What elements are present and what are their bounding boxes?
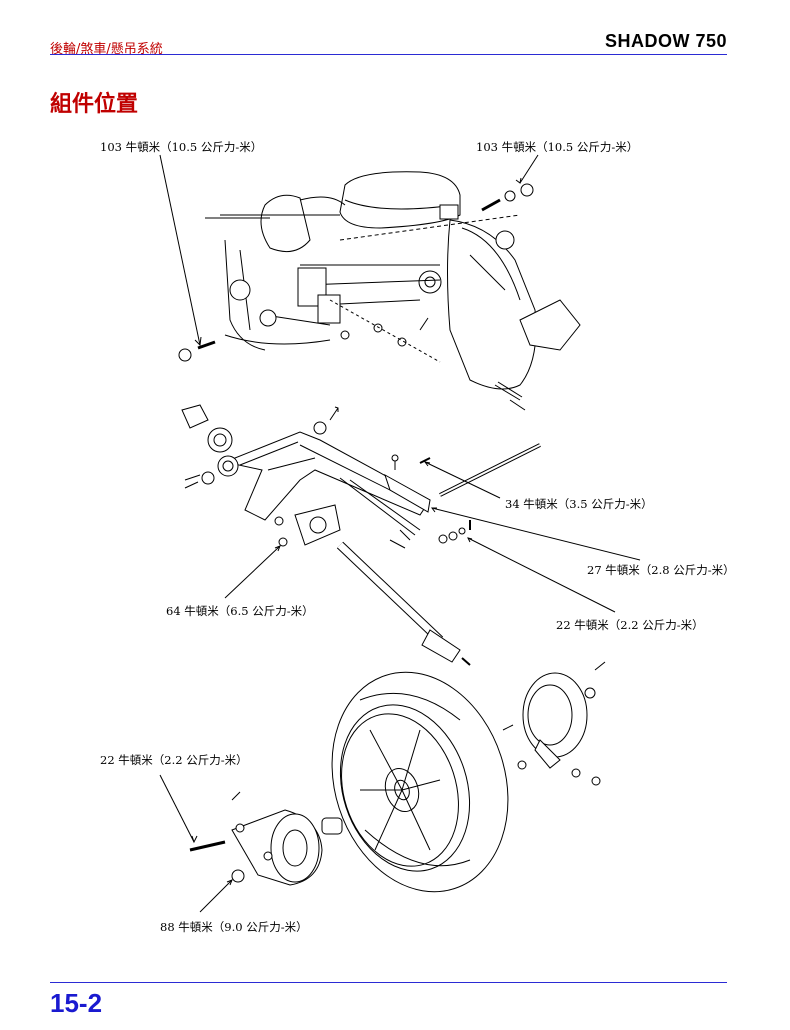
page-number: 15-2 — [50, 988, 103, 1018]
rear-wheel — [331, 671, 509, 893]
header-rule — [50, 54, 727, 55]
leader-lines — [159, 154, 641, 913]
section-title: 後輪/煞車/懸吊系統 — [50, 42, 163, 57]
torque-label-22-mid: 22 牛頓米（2.2 公斤力-米） — [556, 618, 704, 632]
torque-label-top-right: 103 牛頓米（10.5 公斤力-米） — [476, 140, 639, 154]
arrows — [184, 317, 606, 801]
torque-label-88: 88 牛頓米（9.0 公斤力-米） — [160, 920, 308, 934]
page-title: 組件位置 — [50, 91, 139, 117]
drive-shaft — [336, 541, 471, 666]
brake-panel — [517, 672, 601, 786]
final-drive — [189, 809, 343, 886]
model-name: SHADOW 750 — [604, 31, 727, 51]
swingarm — [181, 404, 541, 547]
torque-label-top-left: 103 牛頓米（10.5 公斤力-米） — [100, 140, 263, 154]
torque-label-64: 64 牛頓米（6.5 公斤力-米） — [166, 604, 314, 618]
frame-assembly — [205, 171, 581, 401]
footer-rule — [50, 982, 727, 983]
torque-label-27: 27 牛頓米（2.8 公斤力-米） — [587, 563, 735, 577]
torque-label-34: 34 牛頓米（3.5 公斤力-米） — [505, 497, 653, 511]
top-bolts — [178, 183, 534, 362]
torque-label-22-low: 22 牛頓米（2.2 公斤力-米） — [100, 753, 248, 767]
